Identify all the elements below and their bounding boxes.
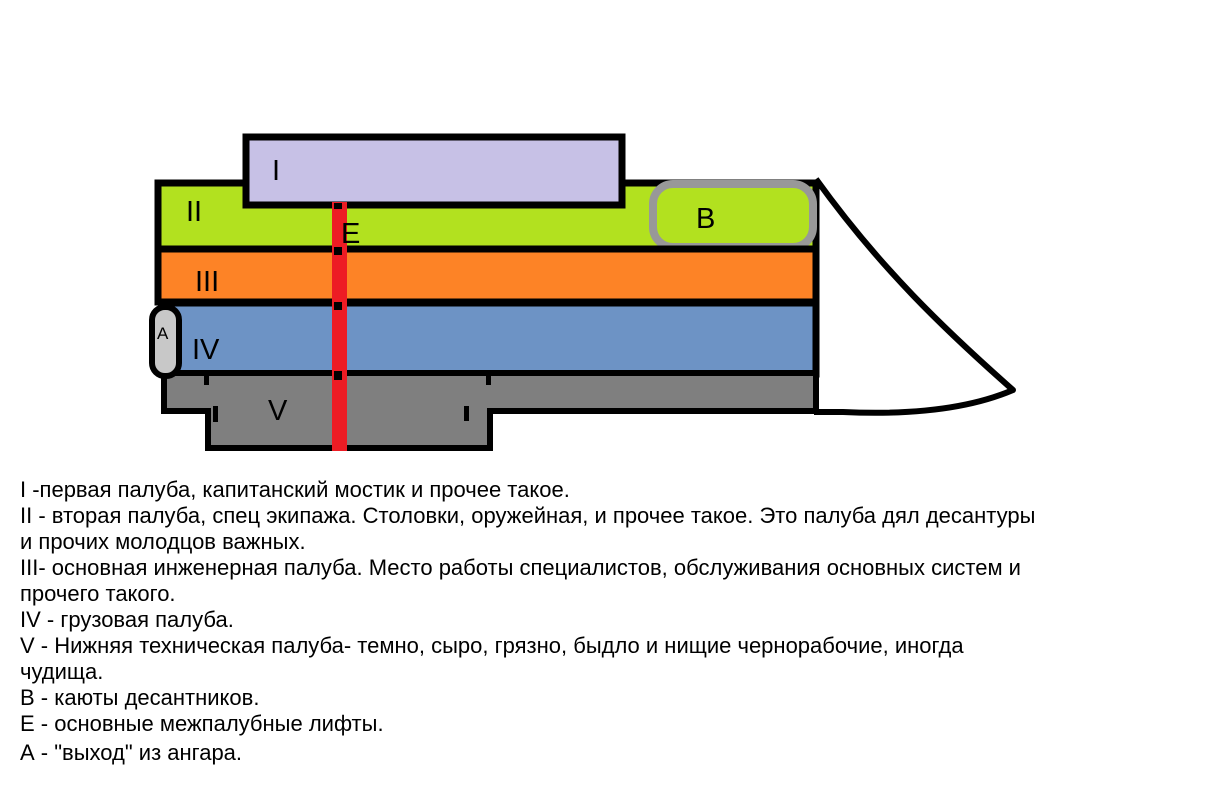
- deck-iv-label: IV: [192, 334, 220, 366]
- deck-b-cabins-box: [649, 180, 817, 251]
- legend-line-cabins: В - каюты десантников.: [20, 685, 260, 710]
- elevator-label: E: [341, 218, 360, 250]
- elevator-tick-1: [334, 203, 342, 209]
- hangar-exit-label: A: [157, 324, 169, 343]
- deck-v-shape: [161, 370, 819, 451]
- legend-line-hangar-exit: А - "выход" из ангара.: [20, 740, 243, 765]
- legend-line-deck3: III- основная инженерная палуба. Место р…: [20, 555, 1021, 580]
- legend-line-deck3b: прочего такого.: [20, 581, 176, 606]
- ship-bow-outline: [813, 177, 1016, 416]
- deck-v-hatch-tick-1: [204, 372, 209, 385]
- elevator-tick-3: [334, 302, 342, 310]
- deck-v-label: V: [268, 395, 288, 427]
- deck-iv-rect: [159, 299, 820, 378]
- deck-v-hatch-tick-3: [213, 406, 218, 422]
- legend-line-deck2b: и прочих молодцов важных.: [20, 529, 306, 554]
- deck-iii-rect: [154, 245, 820, 306]
- deck-ii-label: II: [186, 196, 202, 228]
- legend-line-deck2: II - вторая палуба, спец экипажа. Столов…: [20, 503, 1036, 528]
- legend-block: I -первая палуба, капитанский мостик и п…: [20, 477, 1195, 766]
- legend-line-elevators: Е - основные межпалубные лифты.: [20, 711, 384, 736]
- deck-iii-label: III: [195, 266, 219, 298]
- cabins-label: B: [696, 203, 715, 235]
- deck-v-hatch-tick-4: [464, 406, 469, 421]
- deck-i-rect: [242, 133, 626, 209]
- elevator-line: [332, 202, 347, 451]
- deck-v-hatch-tick-2: [486, 372, 491, 385]
- legend-line-deck4: IV - грузовая палуба.: [20, 607, 234, 632]
- elevator-tick-4: [334, 371, 342, 380]
- deck-i-label: I: [272, 155, 280, 187]
- legend-line-deck1: I -первая палуба, капитанский мостик и п…: [20, 477, 570, 502]
- elevator-tick-2: [334, 247, 342, 255]
- legend-line-deck5: V - Нижняя техническая палуба- темно, сы…: [20, 633, 964, 658]
- legend-line-deck5b: чудища.: [20, 659, 104, 684]
- hangar-exit-pill: [149, 304, 182, 379]
- ship-deck-diagram: I II E B III IV A V: [149, 133, 1016, 451]
